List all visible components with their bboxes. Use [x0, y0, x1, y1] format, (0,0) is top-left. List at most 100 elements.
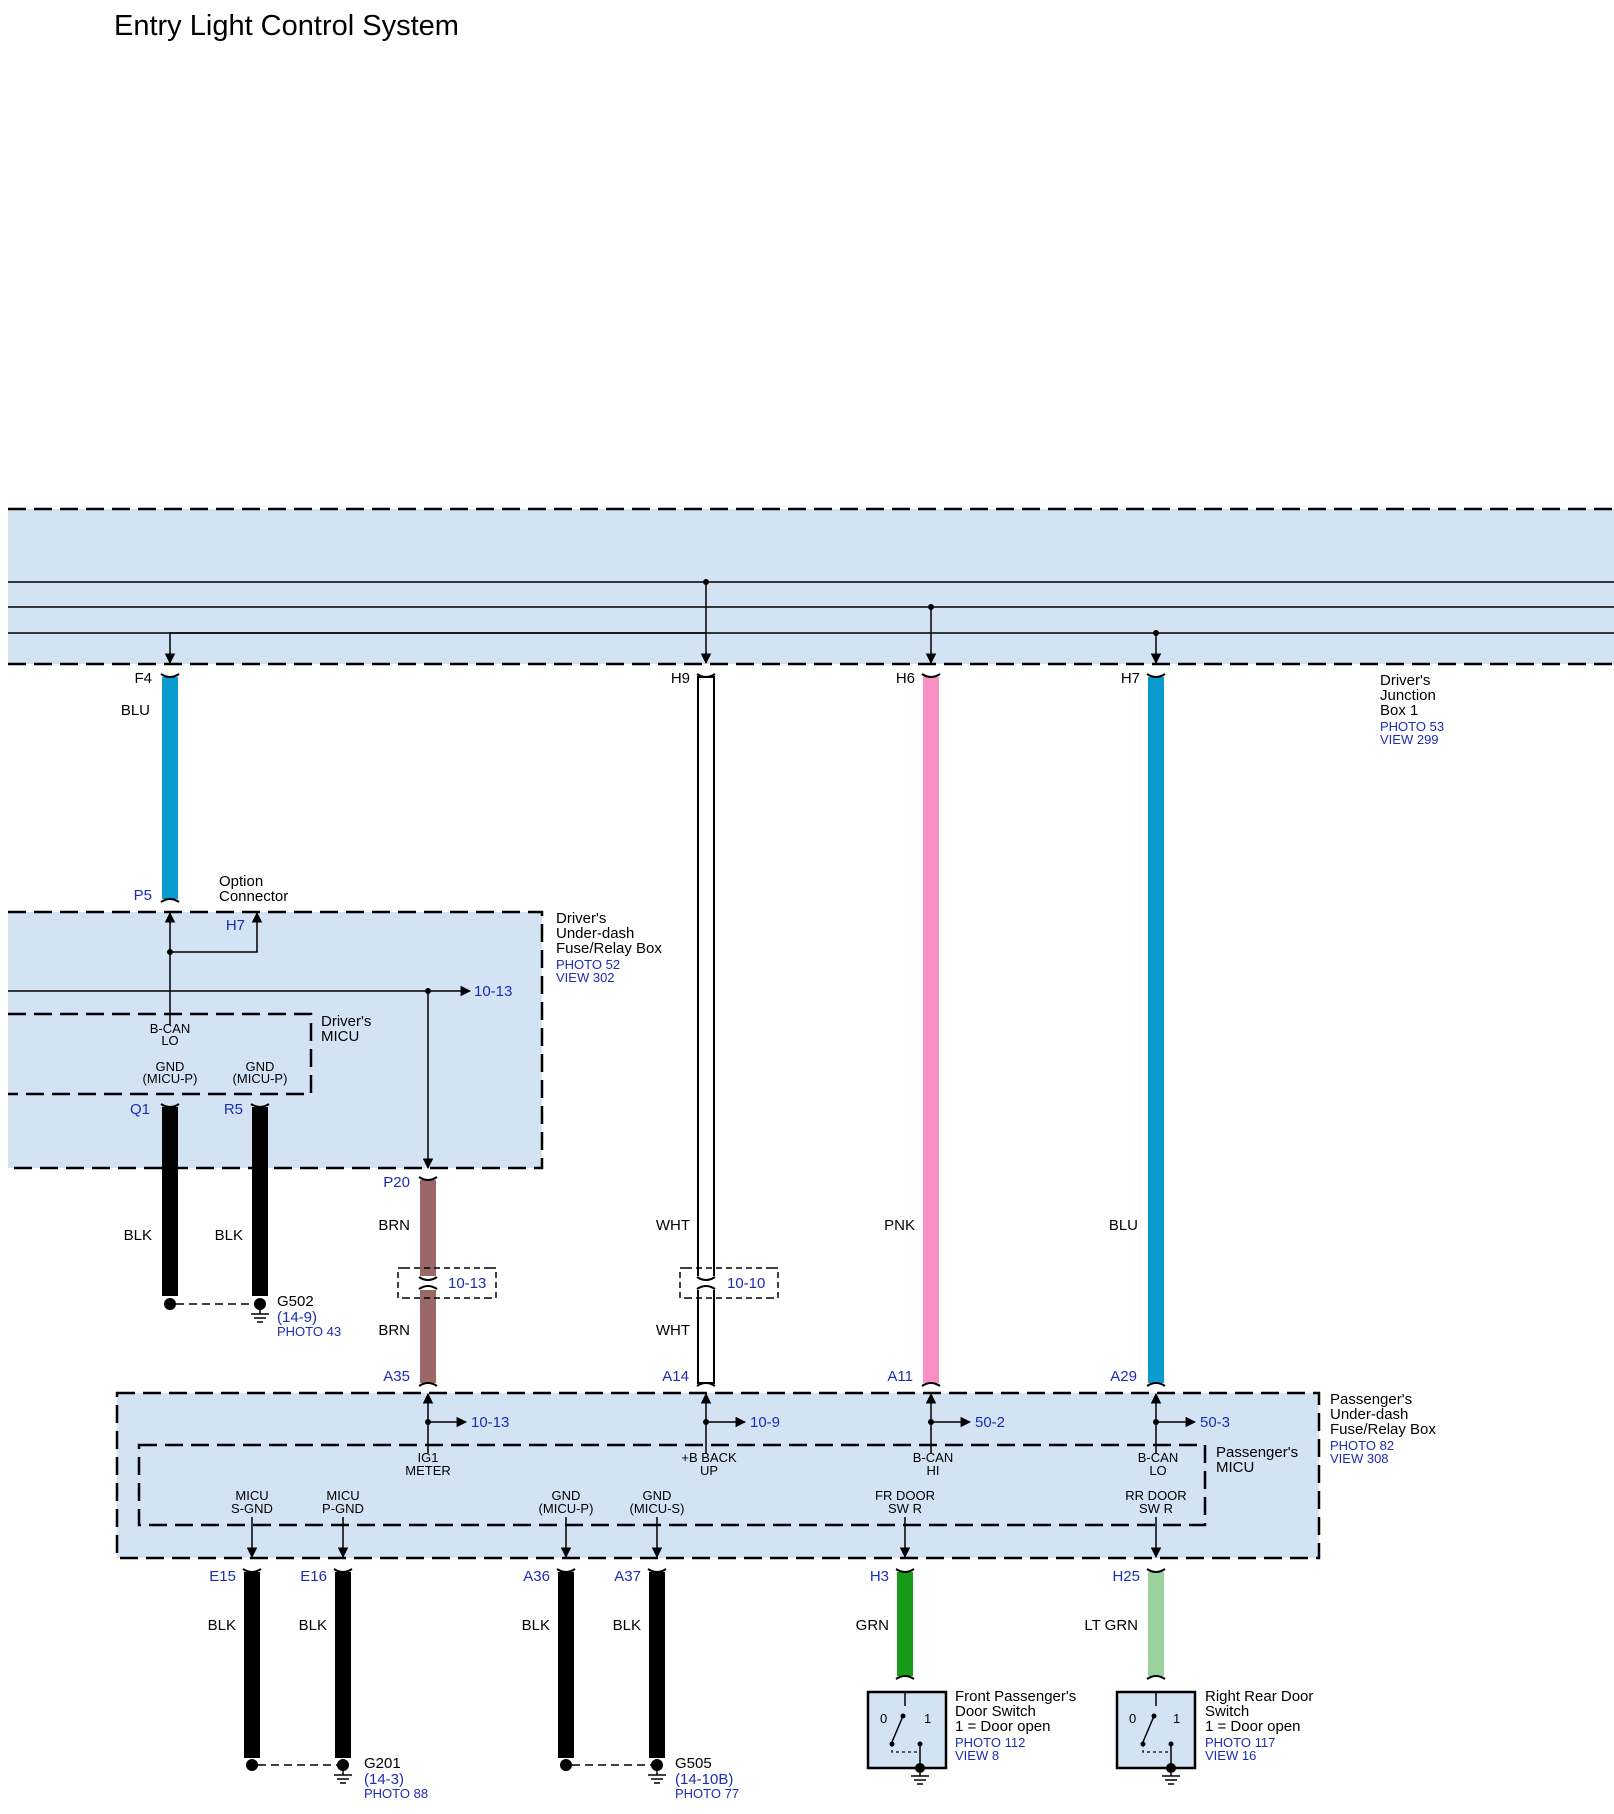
passenger-fuse-label-3: Fuse/Relay Box — [1330, 1421, 1436, 1438]
junction-box-label-3: Box 1 — [1380, 702, 1418, 719]
g505-ref[interactable]: (14-10B) — [675, 1771, 733, 1788]
fp-switch-label-2: Door Switch — [955, 1703, 1036, 1720]
passenger-fuse-box: Passenger's Under-dash Fuse/Relay Box PH… — [115, 1391, 1436, 1560]
term-rrdoor-2: SW R — [1139, 1501, 1173, 1516]
g201-ref[interactable]: (14-3) — [364, 1771, 404, 1788]
color-f4: BLU — [121, 702, 150, 719]
pin-h7-jb: H7 — [1121, 670, 1140, 687]
passenger-fuse-label-1: Passenger's — [1330, 1391, 1412, 1408]
page-title: Entry Light Control System — [114, 10, 459, 42]
color-h25: LT GRN — [1084, 1617, 1138, 1634]
pin-a36: A36 — [523, 1568, 550, 1585]
ground-g201: G201 (14-3) PHOTO 88 — [258, 1755, 428, 1801]
term-bcanhi-1: B-CAN — [913, 1450, 953, 1465]
g201-name: G201 — [364, 1755, 401, 1772]
ref-a29[interactable]: 50-3 — [1200, 1414, 1230, 1431]
rr-switch-view: VIEW 16 — [1205, 1748, 1256, 1763]
pin-e15: E15 — [209, 1568, 236, 1585]
rr-switch-label-2: Switch — [1205, 1703, 1249, 1720]
ref-a11[interactable]: 50-2 — [975, 1414, 1005, 1431]
passenger-fuse-view: VIEW 308 — [1330, 1451, 1389, 1466]
wire-a37-blk — [647, 1568, 667, 1758]
ref-splice-brn[interactable]: 10-13 — [448, 1275, 486, 1292]
driver-fuse-label-3: Fuse/Relay Box — [556, 940, 662, 957]
driver-micu-label-2: MICU — [321, 1028, 359, 1045]
wire-h6-pnk — [921, 673, 941, 1387]
color-h3: GRN — [856, 1617, 889, 1634]
right-rear-door-switch: 0 1 Right Rear Door Switch 1 = Door open… — [1115, 1688, 1313, 1785]
pin-p5: P5 — [134, 887, 152, 904]
rr-switch-pos-1: 1 — [1173, 1711, 1180, 1726]
fp-switch-photo: PHOTO 112 — [955, 1735, 1025, 1750]
term-bcan-lo-1: B-CAN — [150, 1021, 190, 1036]
pin-a14: A14 — [662, 1368, 689, 1385]
pin-r5: R5 — [224, 1101, 243, 1118]
term-gnd3-1: GND — [552, 1488, 581, 1503]
wire-e15-blk — [242, 1568, 262, 1771]
passenger-micu: Passenger's MICU 10-13 10-9 50-2 50-3 IG… — [137, 1392, 1298, 1559]
passenger-micu-label-2: MICU — [1216, 1459, 1254, 1476]
wire-e16-blk — [333, 1568, 353, 1758]
rr-switch-photo: PHOTO 117 — [1205, 1735, 1275, 1750]
color-r5: BLK — [215, 1227, 243, 1244]
term-gnd4-2: (MICU-S) — [630, 1501, 685, 1516]
fp-switch-label-1: Front Passenger's — [955, 1688, 1076, 1705]
pin-a35: A35 — [383, 1368, 410, 1385]
driver-fuse-view: VIEW 302 — [556, 970, 615, 985]
term-bcan-lo-2: LO — [161, 1033, 178, 1048]
rr-switch-label-1: Right Rear Door — [1205, 1688, 1313, 1705]
rr-switch-pos-0: 0 — [1129, 1711, 1136, 1726]
term-bback-1: +B BACK — [681, 1450, 737, 1465]
g505-name: G505 — [675, 1755, 712, 1772]
ref-a14[interactable]: 10-9 — [750, 1414, 780, 1431]
ref-a35[interactable]: 10-13 — [471, 1414, 509, 1431]
wire-h7-blu — [1146, 673, 1166, 1387]
pin-h6: H6 — [896, 670, 915, 687]
term-ig1-1: IG1 — [418, 1450, 439, 1465]
term-bcanlo-1: B-CAN — [1138, 1450, 1178, 1465]
junction-box-view: VIEW 299 — [1380, 732, 1439, 747]
color-q1: BLK — [124, 1227, 152, 1244]
driver-micu: Driver's MICU B-CAN LO GND (MICU-P) GND … — [8, 911, 371, 1096]
term-gnd2-2: (MICU-P) — [233, 1071, 288, 1086]
ground-g502: G502 (14-9) PHOTO 43 — [176, 1293, 341, 1339]
wire-h9-wht — [696, 673, 716, 1387]
g502-photo: PHOTO 43 — [277, 1324, 341, 1339]
fp-switch-pos-1: 1 — [924, 1711, 931, 1726]
color-h6: PNK — [884, 1217, 915, 1234]
color-h7: BLU — [1109, 1217, 1138, 1234]
junction-box-photo: PHOTO 53 — [1380, 719, 1444, 734]
pin-q1: Q1 — [130, 1101, 150, 1118]
ref-ig1-driver[interactable]: 10-13 — [474, 983, 512, 1000]
color-a36: BLK — [522, 1617, 550, 1634]
pin-h9: H9 — [671, 670, 690, 687]
pin-h7-opt: H7 — [226, 917, 245, 934]
term-bback-2: UP — [700, 1463, 718, 1478]
driver-fuse-photo: PHOTO 52 — [556, 957, 620, 972]
driver-fuse-label-2: Under-dash — [556, 925, 634, 942]
pin-h25: H25 — [1112, 1568, 1140, 1585]
pin-a29: A29 — [1110, 1368, 1137, 1385]
term-gnd1-1: GND — [156, 1059, 185, 1074]
term-gnd1-2: (MICU-P) — [143, 1071, 198, 1086]
term-frdoor-2: SW R — [888, 1501, 922, 1516]
wire-a36-blk — [556, 1568, 576, 1771]
driver-micu-label-1: Driver's — [321, 1013, 371, 1030]
wire-r5-blk — [250, 1103, 270, 1296]
term-gnd4-1: GND — [643, 1488, 672, 1503]
fp-switch-pos-0: 0 — [880, 1711, 887, 1726]
term-gnd2-1: GND — [246, 1059, 275, 1074]
pin-f4: F4 — [134, 670, 152, 687]
fp-switch-label-3: 1 = Door open — [955, 1718, 1051, 1735]
term-bcanhi-2: HI — [927, 1463, 940, 1478]
term-frdoor-1: FR DOOR — [875, 1488, 935, 1503]
junction-box: Driver's Junction Box 1 PHOTO 53 VIEW 29… — [8, 507, 1614, 747]
splice-brn: 10-13 — [397, 1267, 497, 1299]
option-connector-label-2: Connector — [219, 888, 288, 905]
ref-splice-wht[interactable]: 10-10 — [727, 1275, 765, 1292]
g502-ref[interactable]: (14-9) — [277, 1309, 317, 1326]
passenger-fuse-photo: PHOTO 82 — [1330, 1438, 1394, 1453]
fp-switch-view: VIEW 8 — [955, 1748, 999, 1763]
